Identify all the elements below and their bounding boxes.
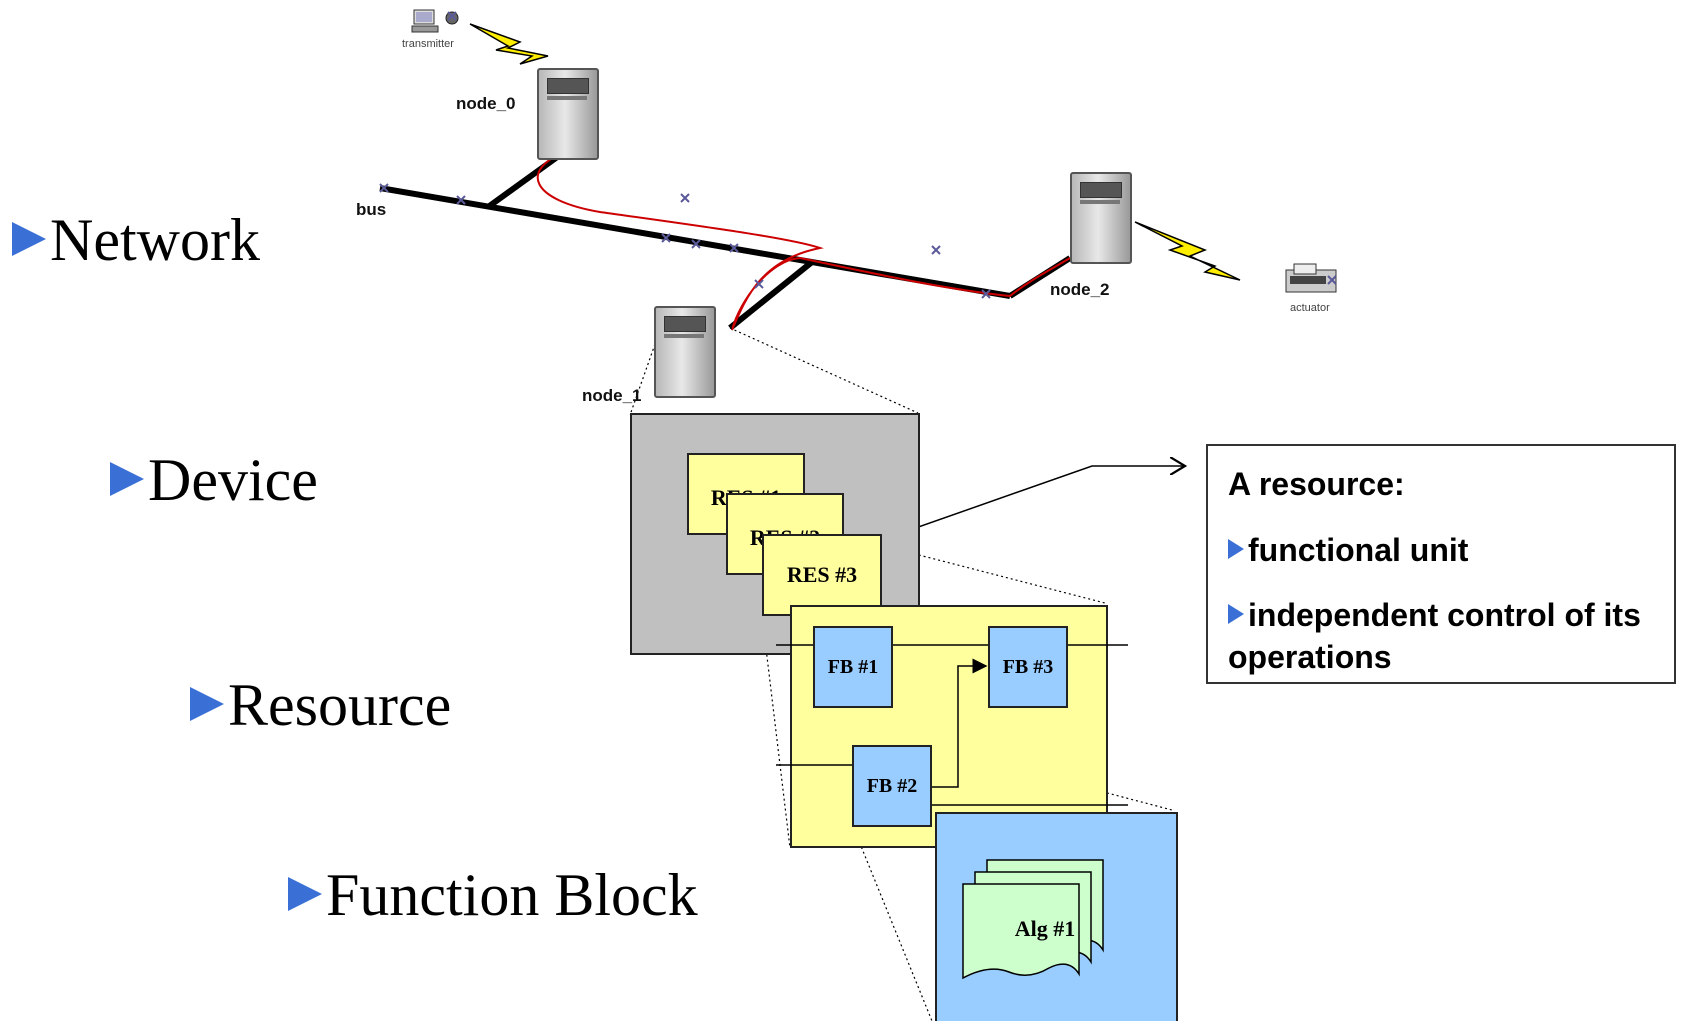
bullet-arrow-icon [12, 222, 46, 256]
node-2-label: node_2 [1050, 280, 1110, 299]
lightning-transmitter [469, 23, 549, 65]
hierarchy-label: Device [148, 447, 318, 513]
node-2-server-icon[interactable] [1070, 172, 1132, 264]
algorithm-label: Alg #1 [1014, 916, 1076, 941]
function-block-1[interactable]: FB #1 [813, 626, 893, 708]
lightning-actuator [1134, 221, 1241, 281]
signal-path [536, 151, 1071, 331]
function-block-3[interactable]: FB #3 [988, 626, 1068, 708]
hierarchy-item-function-block: Function Block [288, 865, 698, 925]
node-0-label: node_0 [456, 94, 516, 113]
algorithm-pages-icon[interactable] [955, 852, 1155, 992]
bullet-arrow-icon [110, 462, 144, 496]
transmitter-label: transmitter [402, 38, 454, 50]
callout-item-2: independent control of its operations [1228, 597, 1641, 675]
bullet-arrow-icon [190, 687, 224, 721]
path-markers [379, 183, 991, 299]
node-1-label: node_1 [582, 386, 642, 405]
bus-branch-node0 [486, 152, 562, 210]
bullet-arrow-icon [288, 877, 322, 911]
hierarchy-item-device: Device [110, 450, 318, 510]
hierarchy-label: Resource [228, 672, 452, 738]
resource-box-3[interactable]: RES #3 [762, 534, 882, 616]
callout-title: A resource: [1228, 466, 1405, 502]
transmitter-icon[interactable] [410, 6, 470, 42]
bullet-arrow-icon [1228, 604, 1244, 625]
hierarchy-item-network: Network [12, 210, 260, 270]
function-block-2[interactable]: FB #2 [852, 745, 932, 827]
hierarchy-label: Function Block [326, 862, 698, 928]
node-1-server-icon[interactable] [654, 306, 716, 398]
bus-label: bus [356, 200, 387, 219]
hierarchy-item-resource: Resource [190, 675, 451, 735]
actuator-label: actuator [1290, 302, 1330, 314]
actuator-icon[interactable] [1280, 260, 1346, 302]
resource-callout: A resource: functional unit independent … [1206, 444, 1676, 684]
callout-item-1: functional unit [1228, 530, 1654, 572]
node-0-server-icon[interactable] [537, 68, 599, 160]
bullet-arrow-icon [1228, 538, 1244, 559]
bus-branch-node1 [728, 259, 814, 331]
hierarchy-label: Network [50, 207, 260, 273]
